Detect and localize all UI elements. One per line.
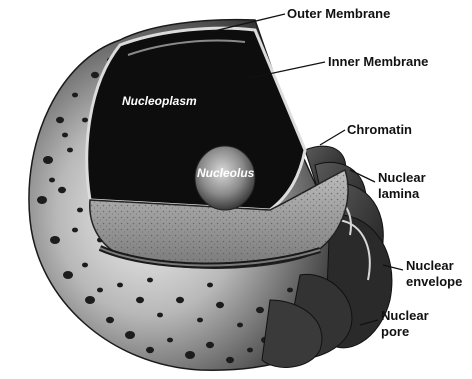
- label-nucleolus: Nucleolus: [197, 166, 255, 180]
- label-nuclear-pore-line2: pore: [381, 324, 409, 339]
- pore-dot: [77, 208, 83, 213]
- pore-dot: [106, 317, 114, 323]
- pore-dot: [157, 313, 163, 318]
- pore-dot: [43, 156, 53, 164]
- pore-dot: [82, 118, 88, 123]
- label-nuclear-pore: Nuclear pore: [381, 308, 432, 339]
- pore-dot: [72, 93, 78, 98]
- pore-dot: [185, 351, 195, 359]
- label-nuclear-envelope: Nuclear envelope: [406, 258, 462, 289]
- pore-dot: [176, 297, 184, 303]
- pore-dot: [216, 302, 224, 308]
- pore-dot: [62, 133, 68, 138]
- pore-dot: [85, 296, 95, 304]
- pore-dot: [226, 357, 234, 363]
- pore-dot: [56, 117, 64, 123]
- pore-dot: [63, 271, 73, 279]
- pore-dot: [49, 178, 55, 183]
- pore-dot: [197, 318, 203, 323]
- pore-dot: [256, 307, 264, 313]
- pore-dot: [97, 288, 103, 293]
- label-nuclear-envelope-line1: Nuclear: [406, 258, 454, 273]
- pore-dot: [50, 236, 60, 244]
- pore-dot: [117, 283, 123, 288]
- pore-dot: [146, 347, 154, 353]
- pore-dot: [125, 331, 135, 339]
- label-nucleoplasm: Nucleoplasm: [122, 94, 197, 108]
- pore-dot: [147, 278, 153, 283]
- pore-dot: [247, 348, 253, 353]
- pore-dot: [206, 342, 214, 348]
- pore-dot: [136, 297, 144, 303]
- label-chromatin: Chromatin: [347, 122, 412, 137]
- label-nuclear-lamina-line2: lamina: [378, 186, 420, 201]
- pore-dot: [207, 283, 213, 288]
- label-inner-membrane: Inner Membrane: [328, 54, 428, 69]
- label-nuclear-pore-line1: Nuclear: [381, 308, 429, 323]
- pore-dot: [91, 72, 99, 78]
- pore-dot: [37, 196, 47, 204]
- label-nuclear-lamina-line1: Nuclear: [378, 170, 426, 185]
- label-outer-membrane: Outer Membrane: [287, 6, 390, 21]
- pore-dot: [287, 288, 293, 293]
- pore-dot: [237, 323, 243, 328]
- label-nuclear-lamina: Nuclear lamina: [378, 170, 429, 201]
- label-nuclear-envelope-line2: envelope: [406, 274, 462, 289]
- pore-dot: [72, 228, 78, 233]
- pore-dot: [82, 263, 88, 268]
- pore-dot: [58, 187, 66, 193]
- pore-dot: [67, 148, 73, 153]
- pore-dot: [167, 338, 173, 343]
